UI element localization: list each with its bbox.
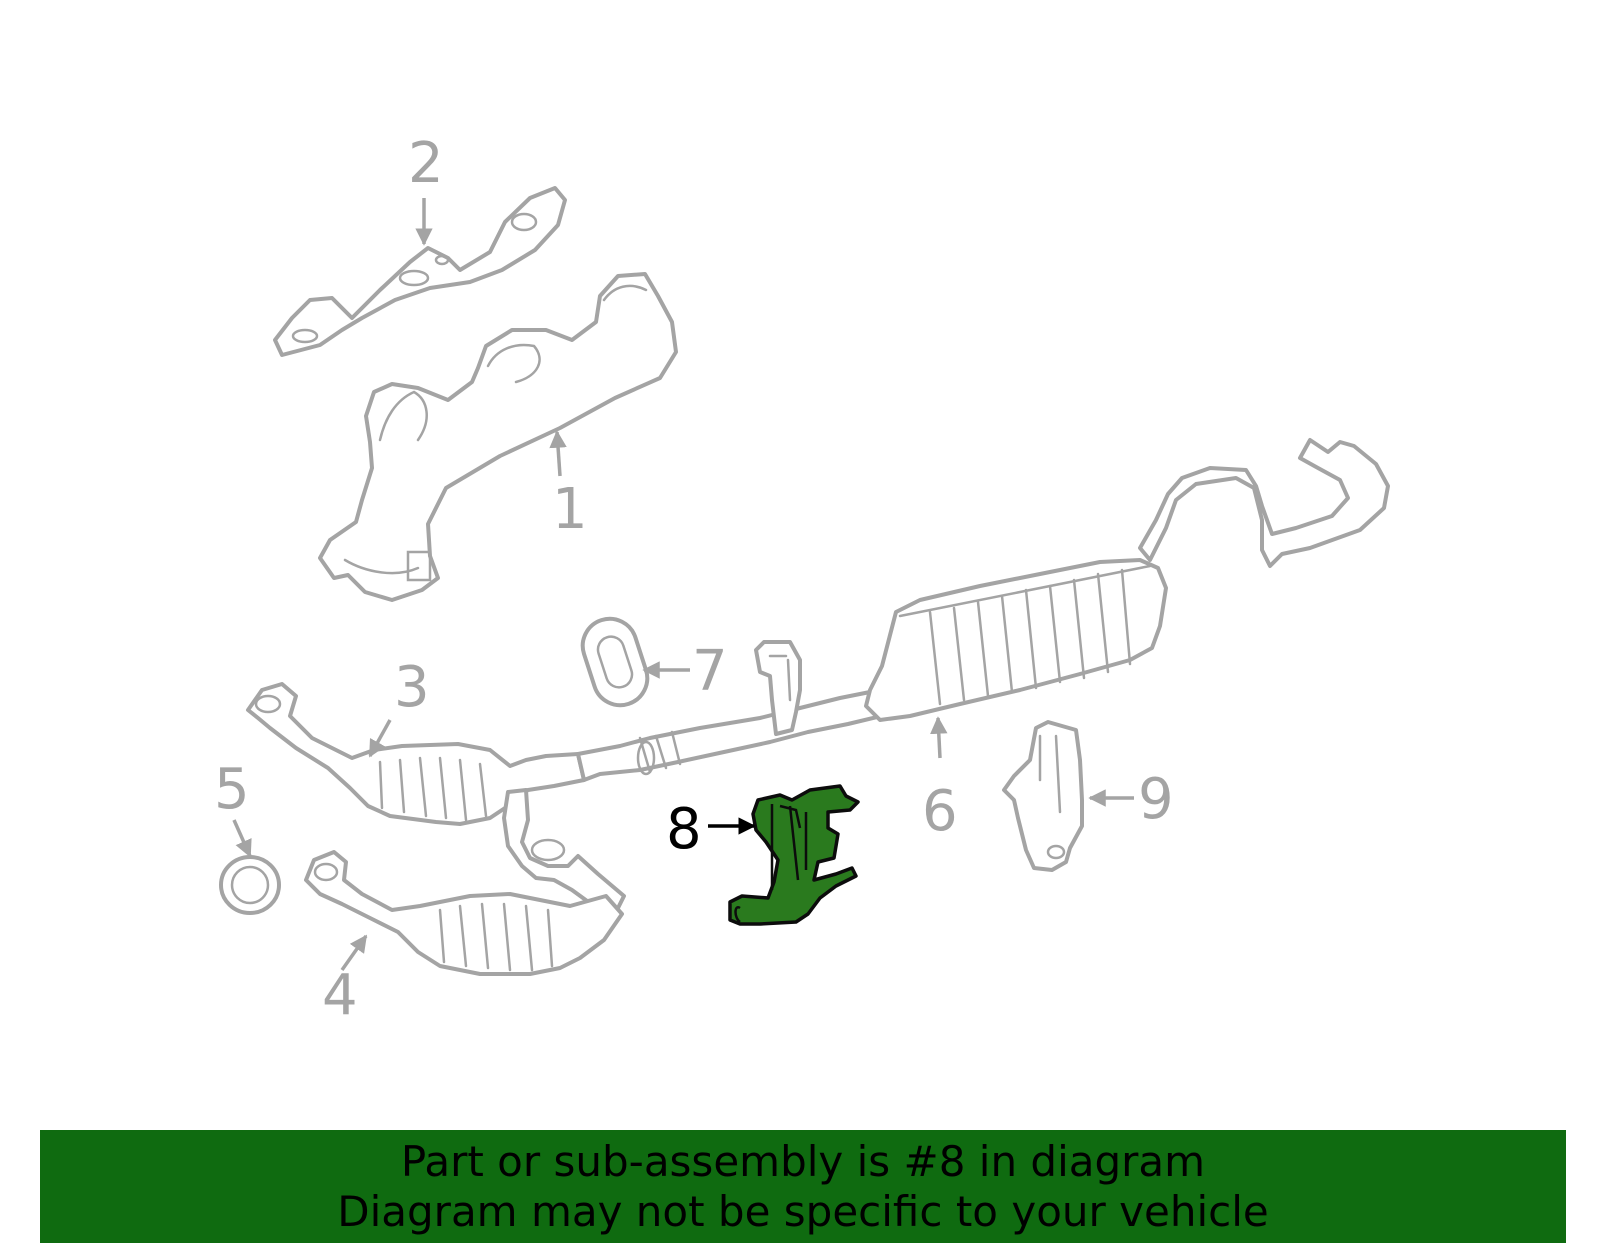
part-8-exhaust-hanger-bracket[interactable] — [728, 784, 860, 926]
pipe-hanger-bracket — [754, 640, 802, 736]
part-2-manifold-gasket[interactable] — [273, 186, 567, 357]
callout-1: 1 — [552, 477, 588, 542]
part-6-muffler-assembly[interactable] — [864, 438, 1390, 722]
callout-8: 8 — [666, 797, 702, 862]
exhaust-system-diagram: 1 2 3 4 5 6 7 8 9 — [214, 131, 1390, 1028]
intermediate-pipe — [576, 688, 892, 782]
part-5-gasket-ring[interactable] — [219, 855, 281, 915]
info-banner: Part or sub-assembly is #8 in diagram Di… — [40, 1130, 1566, 1243]
callout-4: 4 — [322, 963, 358, 1028]
part-7-rubber-isolator[interactable] — [576, 612, 655, 712]
callout-3: 3 — [394, 655, 430, 720]
callout-9: 9 — [1138, 767, 1174, 832]
part-1-exhaust-manifold[interactable] — [318, 272, 678, 602]
banner-line-2: Diagram may not be specific to your vehi… — [337, 1186, 1269, 1236]
banner-line-1: Part or sub-assembly is #8 in diagram — [400, 1136, 1206, 1186]
leader-lines — [232, 198, 1134, 972]
part-4-catalytic-converter-lower[interactable] — [304, 850, 624, 976]
callout-7: 7 — [692, 639, 728, 704]
callout-6: 6 — [922, 779, 958, 844]
part-9-hanger-bracket[interactable] — [1002, 720, 1084, 872]
callout-2: 2 — [408, 131, 444, 196]
callout-5: 5 — [214, 757, 250, 822]
